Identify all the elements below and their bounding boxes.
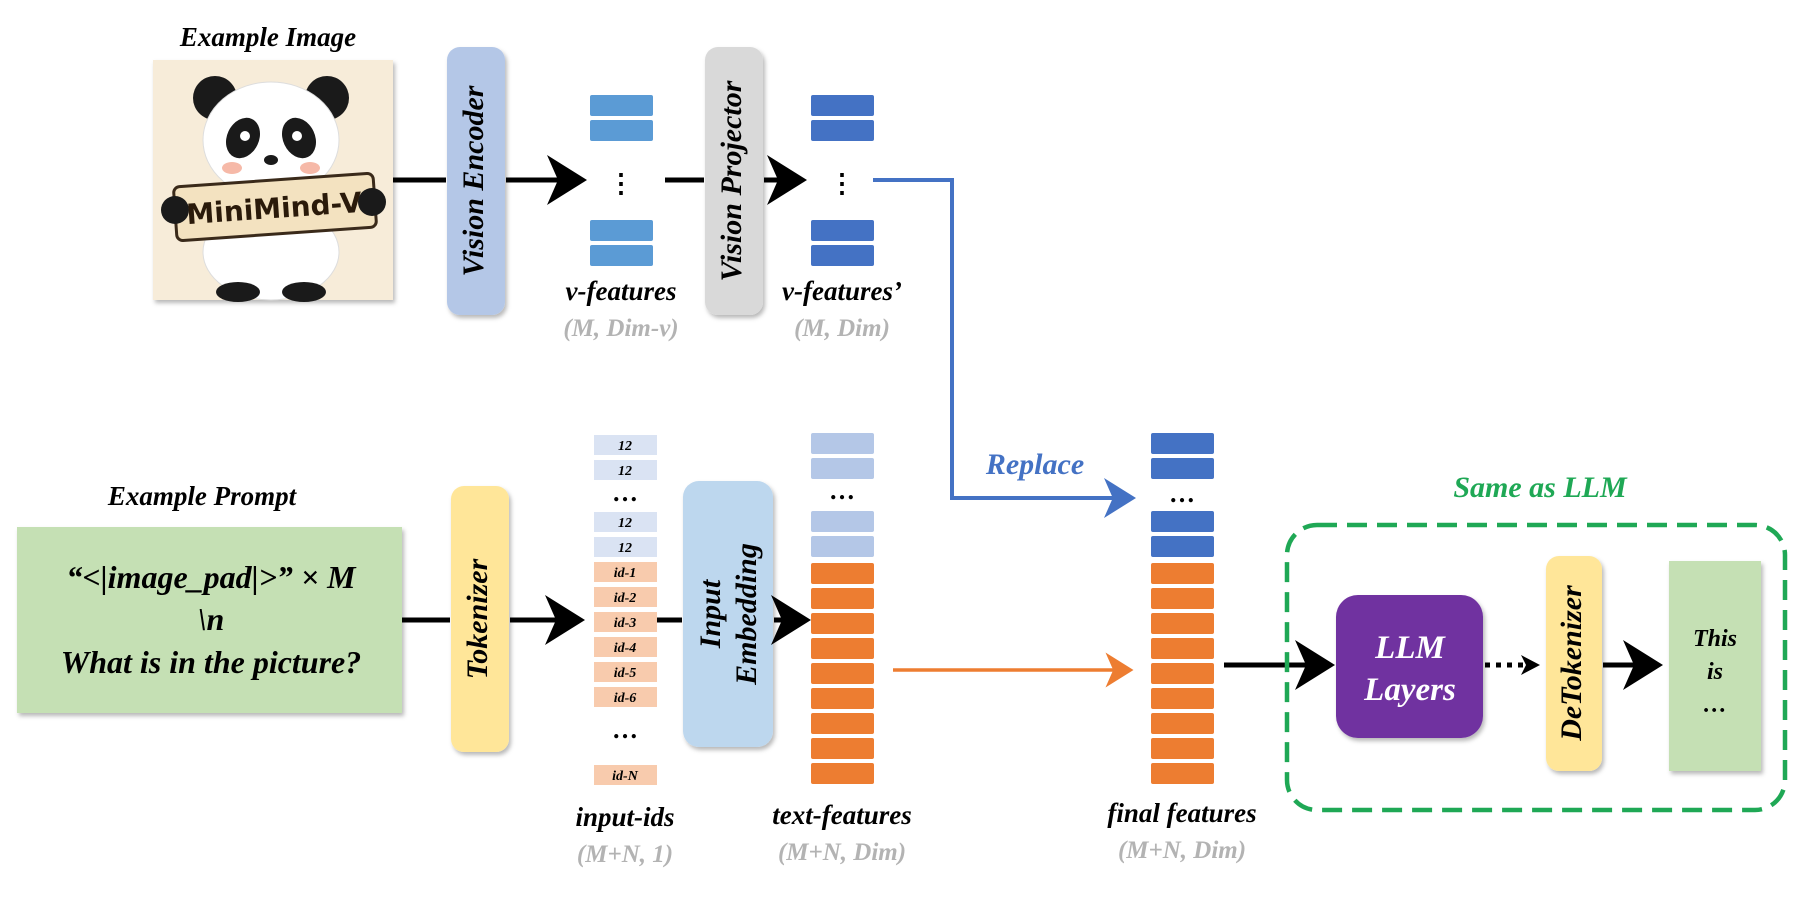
token-text: id-1: [614, 566, 637, 581]
input-ids-column: [594, 435, 657, 785]
token-text: id-N: [612, 769, 639, 784]
token-text: 12: [618, 439, 632, 454]
panda-illustration: [161, 76, 386, 302]
input-embedding-line-2: Embedding: [730, 543, 763, 686]
prompt-box: [17, 527, 402, 713]
output-box: [1669, 561, 1761, 771]
token-cell: [594, 537, 657, 557]
token-cell: [594, 612, 657, 632]
v-features-proj-blocks: [811, 95, 874, 266]
token-cell: [594, 460, 657, 480]
text-features-label: text-features: [772, 800, 911, 830]
token-cell: [594, 687, 657, 707]
token-cell: [594, 765, 657, 785]
arrow-llm-to-detokenizer-head: [1521, 655, 1540, 675]
token-ellipsis: …: [612, 715, 638, 744]
detokenizer-label: DeTokenizer: [1555, 585, 1588, 742]
input-embedding-line-1: Input: [694, 578, 727, 649]
vision-projector-label: Vision Projector: [715, 80, 748, 281]
input-embedding-box: [683, 481, 773, 747]
llm-layers-box: [1336, 595, 1483, 738]
input-ids-shape: (M+N, 1): [577, 841, 673, 868]
token-cell: [594, 662, 657, 682]
token-cell: [594, 562, 657, 582]
output-line-1: This: [1693, 626, 1737, 652]
llm-layers-line-1: LLM: [1374, 630, 1446, 666]
v-features-proj-label: v-features’: [782, 276, 902, 306]
token-text: id-5: [614, 666, 637, 681]
token-cell: [594, 512, 657, 532]
example-prompt-title: Example Prompt: [107, 481, 298, 511]
output-line-3: …: [1703, 692, 1727, 718]
final-features-column: [1151, 433, 1214, 784]
final-features-ellipsis: …: [1169, 479, 1195, 508]
llm-group-border: [1284, 522, 1788, 813]
v-features-proj-shape: (M, Dim): [794, 315, 890, 342]
token-cell: [594, 435, 657, 455]
vision-projector-box: [705, 47, 763, 315]
final-features-shape: (M+N, Dim): [1118, 837, 1246, 864]
v-features-blocks: [590, 95, 653, 266]
detokenizer-box: [1546, 556, 1602, 771]
token-text: 12: [618, 464, 632, 479]
token-text: 12: [618, 541, 632, 556]
text-features-column: [811, 433, 874, 784]
v-features-label: v-features: [566, 276, 677, 306]
replace-label: Replace: [985, 448, 1084, 481]
tokenizer-label: Tokenizer: [461, 558, 494, 679]
llm-layers-line-2: Layers: [1363, 672, 1456, 708]
v-features-shape: (M, Dim-v): [563, 315, 678, 342]
vision-encoder-box: [447, 47, 505, 315]
final-features-label: final features: [1107, 798, 1256, 828]
token-text: id-4: [614, 641, 637, 656]
prompt-line-3: What is in the picture?: [61, 644, 362, 680]
v-features-ellipsis: ⋮: [608, 169, 634, 198]
text-features-ellipsis: …: [829, 476, 855, 505]
text-features-shape: (M+N, Dim): [778, 839, 906, 866]
vision-encoder-label: Vision Encoder: [457, 85, 490, 276]
output-line-2: is: [1707, 659, 1723, 685]
prompt-line-2: \n: [198, 601, 225, 637]
token-ellipsis: …: [612, 478, 638, 507]
token-text: 12: [618, 516, 632, 531]
prompt-line-1: “<|image_pad|>” × M: [66, 559, 357, 595]
token-text: id-2: [614, 591, 637, 606]
v-features-proj-ellipsis: ⋮: [829, 169, 855, 198]
input-ids-label: input-ids: [575, 802, 674, 832]
tokenizer-box: [451, 486, 509, 752]
llm-group-title: Same as LLM: [1453, 471, 1628, 504]
token-text: id-6: [614, 691, 637, 706]
token-cell: [594, 637, 657, 657]
example-image-title: Example Image: [179, 22, 356, 52]
replace-arrow: [873, 178, 1136, 518]
token-cell: [594, 587, 657, 607]
token-text: id-3: [614, 616, 637, 631]
